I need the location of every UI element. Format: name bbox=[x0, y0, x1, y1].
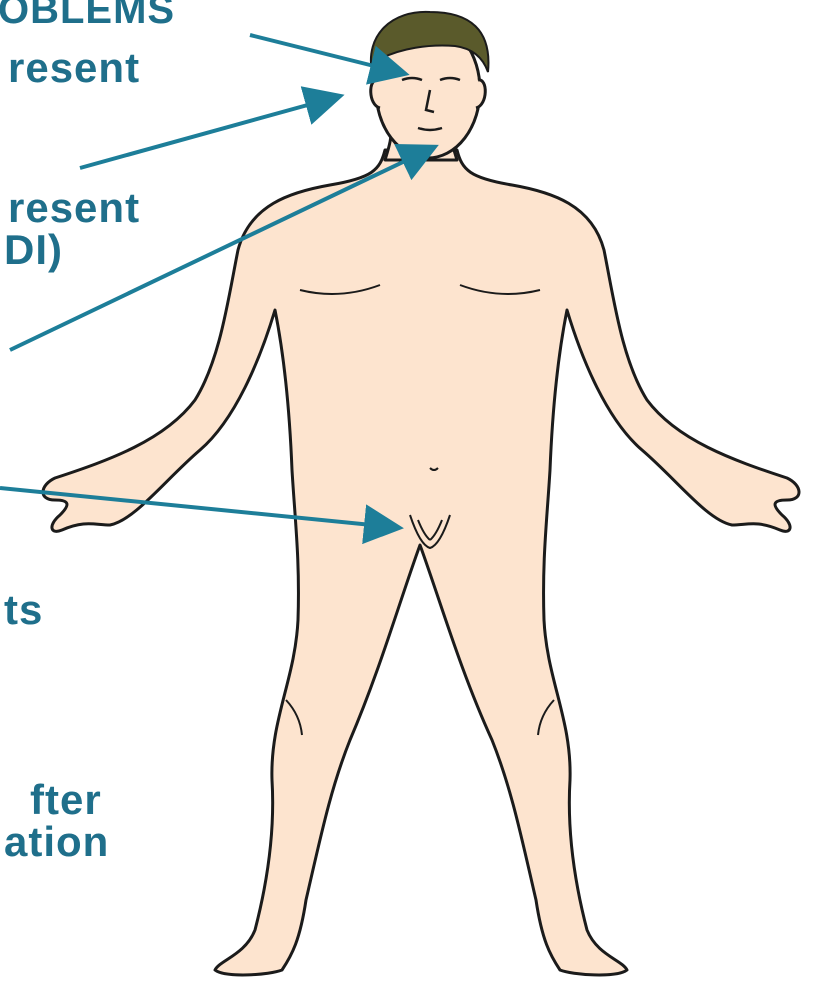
human-body bbox=[43, 22, 799, 975]
arrow-face bbox=[80, 98, 333, 168]
